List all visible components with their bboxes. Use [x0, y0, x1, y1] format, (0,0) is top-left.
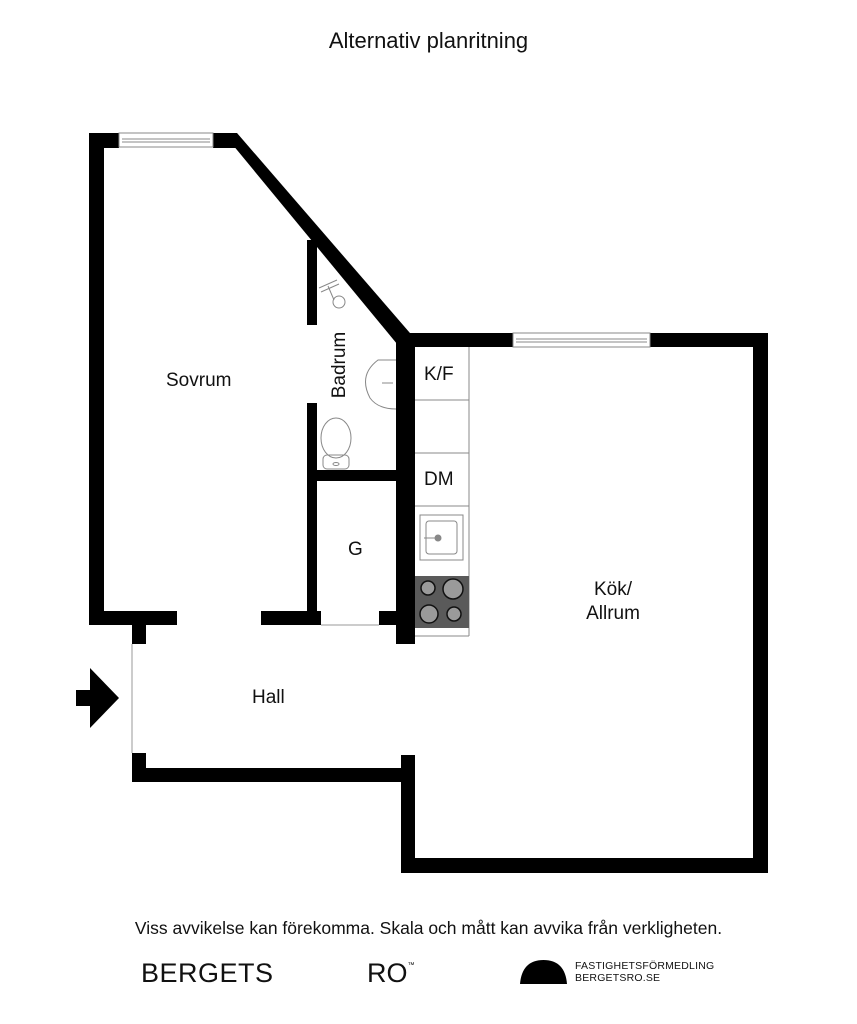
plan-title: Alternativ planritning: [328, 28, 529, 53]
agency-website: BERGETSRO.SE: [575, 972, 661, 984]
brand-ro-text: RO: [367, 958, 408, 988]
room-label-sovrum: Sovrum: [166, 370, 232, 391]
window-icon: [118, 132, 651, 348]
toilet-icon: [320, 417, 352, 470]
entrance-arrow-icon: [76, 668, 119, 728]
brand-logo-bergets: BERGETS: [141, 958, 274, 988]
stove-icon: [415, 576, 469, 628]
room-label-kok: Kök/ Allrum: [578, 578, 648, 626]
room-label-kok-line2: Allrum: [586, 602, 640, 624]
room-label-kok-line1: Kök/: [593, 579, 633, 600]
agency-logo: FASTIGHETSFÖRMEDLING BERGETSRO.SE: [520, 960, 714, 984]
half-circle-logo-icon: [520, 960, 567, 984]
trademark-mark: ™: [407, 962, 415, 969]
kitchen-sink-icon: [419, 514, 464, 561]
room-label-g: G: [348, 539, 363, 560]
room-label-badrum: Badrum: [329, 331, 350, 399]
room-label-hall: Hall: [252, 687, 285, 708]
agency-line1: FASTIGHETSFÖRMEDLING: [575, 960, 715, 972]
fixture-label-kf: K/F: [424, 364, 454, 385]
disclaimer-text: Viss avvikelse kan förekomma. Skala och …: [134, 918, 723, 938]
washbasin-icon: [365, 359, 397, 410]
brand-logo-ro: RO™: [367, 958, 415, 989]
shower-icon: [318, 279, 346, 309]
fixture-label-dm: DM: [424, 469, 454, 490]
walls: [89, 133, 768, 873]
